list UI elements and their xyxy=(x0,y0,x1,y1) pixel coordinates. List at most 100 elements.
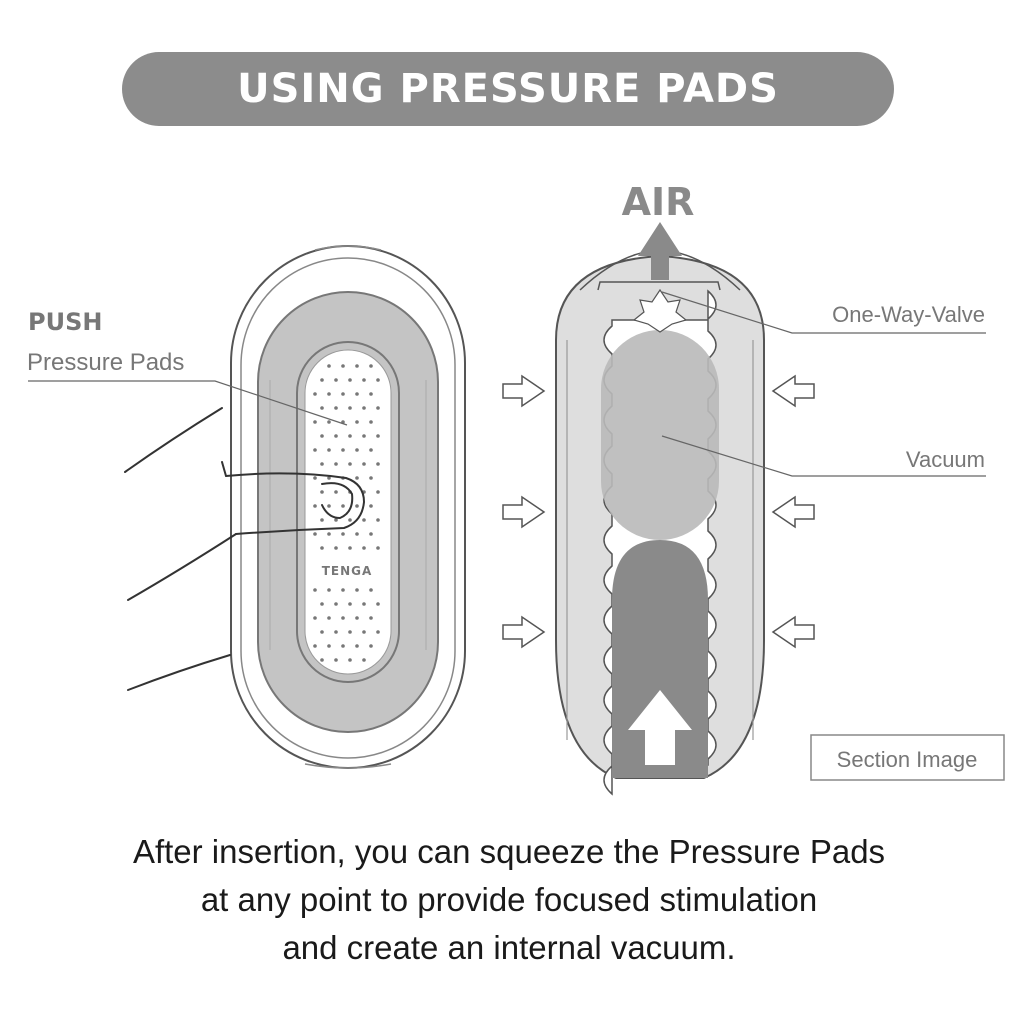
pad-dot xyxy=(362,462,366,466)
pad-dot xyxy=(320,434,324,438)
pad-dot xyxy=(348,658,352,662)
up-arrow-icon xyxy=(628,690,692,765)
pad-dot xyxy=(334,490,338,494)
pad-dot xyxy=(369,364,373,368)
pad-dot xyxy=(334,434,338,438)
pad-dot xyxy=(369,420,373,424)
pad-dot xyxy=(313,644,317,648)
pad-dot xyxy=(313,616,317,620)
pad-dot xyxy=(362,602,366,606)
pad-dot xyxy=(376,602,380,606)
pad-dot xyxy=(369,588,373,592)
pad-dot xyxy=(362,434,366,438)
pad-dot xyxy=(369,476,373,480)
pad-dot xyxy=(355,616,359,620)
pad-dot xyxy=(369,532,373,536)
pad-dot xyxy=(348,546,352,550)
pad-dot xyxy=(341,644,345,648)
pressure-pads-label: Pressure Pads xyxy=(27,349,184,376)
pad-dot xyxy=(313,532,317,536)
pad-dot xyxy=(334,518,338,522)
pad-dot xyxy=(320,546,324,550)
pad-dot xyxy=(376,546,380,550)
pad-dot xyxy=(320,462,324,466)
push-arrow-icon xyxy=(502,374,546,408)
pad-dot xyxy=(341,616,345,620)
pad-dot xyxy=(355,476,359,480)
pad-dot xyxy=(376,378,380,382)
pad-dot xyxy=(334,658,338,662)
brand-logo: TENGA xyxy=(322,564,373,578)
pad-dot xyxy=(369,644,373,648)
pad-dot xyxy=(355,504,359,508)
pad-dot xyxy=(320,658,324,662)
pad-dot xyxy=(341,392,345,396)
hand-icon xyxy=(124,407,365,691)
caption-line-1: After insertion, you can squeeze the Pre… xyxy=(132,833,886,870)
title-bar: USING PRESSURE PADS xyxy=(122,52,894,126)
pad-dot xyxy=(369,392,373,396)
pad-dot xyxy=(376,630,380,634)
push-arrow-icon xyxy=(502,615,546,649)
push-arrows-right xyxy=(771,374,815,649)
push-label: PUSH xyxy=(28,308,102,336)
pad-dot xyxy=(355,448,359,452)
pad-dot xyxy=(320,518,324,522)
pad-dot xyxy=(348,434,352,438)
pad-dot xyxy=(341,504,345,508)
caption-line-3: and create an internal vacuum. xyxy=(282,929,736,966)
pad-dot xyxy=(313,420,317,424)
push-arrows-left xyxy=(502,374,546,649)
pad-dot xyxy=(362,658,366,662)
pad-dot xyxy=(320,630,324,634)
pad-dot xyxy=(334,406,338,410)
pad-dot xyxy=(355,532,359,536)
pad-dot xyxy=(320,602,324,606)
pad-dot xyxy=(348,378,352,382)
valve-leader xyxy=(661,291,986,334)
pad-dot xyxy=(334,462,338,466)
pad-dot xyxy=(362,546,366,550)
pad-dot xyxy=(376,406,380,410)
pad-dot xyxy=(369,504,373,508)
pad-dot xyxy=(327,504,331,508)
one-way-valve xyxy=(632,288,688,333)
pressure-pads-leader xyxy=(28,380,348,426)
device-front-view: TENGA xyxy=(230,245,466,769)
pad-dot xyxy=(376,518,380,522)
pad-dot xyxy=(355,364,359,368)
pad-dot xyxy=(362,378,366,382)
pad-dot xyxy=(376,434,380,438)
inserted-shape xyxy=(612,540,708,778)
pad-dot xyxy=(355,644,359,648)
pad-dot xyxy=(348,518,352,522)
pad-dot xyxy=(362,630,366,634)
pad-dot xyxy=(376,462,380,466)
vacuum-leader xyxy=(661,435,986,477)
pad-dot xyxy=(355,420,359,424)
pad-dot xyxy=(327,476,331,480)
pad-dot xyxy=(320,490,324,494)
one-way-valve-label: One-Way-Valve xyxy=(832,302,985,327)
pad-dot xyxy=(313,476,317,480)
pad-dot xyxy=(313,448,317,452)
pad-dot xyxy=(334,630,338,634)
pad-dot xyxy=(341,364,345,368)
pad-dot xyxy=(334,378,338,382)
page-title: USING PRESSURE PADS xyxy=(237,66,779,112)
section-image-label: Section Image xyxy=(837,747,978,772)
push-arrow-icon xyxy=(771,495,815,529)
pad-dot xyxy=(327,616,331,620)
pad-dot xyxy=(369,448,373,452)
pad-dot xyxy=(327,392,331,396)
pad-dot xyxy=(341,448,345,452)
pad-dot xyxy=(348,462,352,466)
pad-dot xyxy=(341,532,345,536)
pad-dot xyxy=(313,504,317,508)
air-label: AIR xyxy=(622,180,695,224)
pad-dot xyxy=(355,588,359,592)
pad-dots xyxy=(313,364,380,662)
pad-dot xyxy=(313,392,317,396)
pad-dot xyxy=(334,602,338,606)
pad-dot xyxy=(327,448,331,452)
